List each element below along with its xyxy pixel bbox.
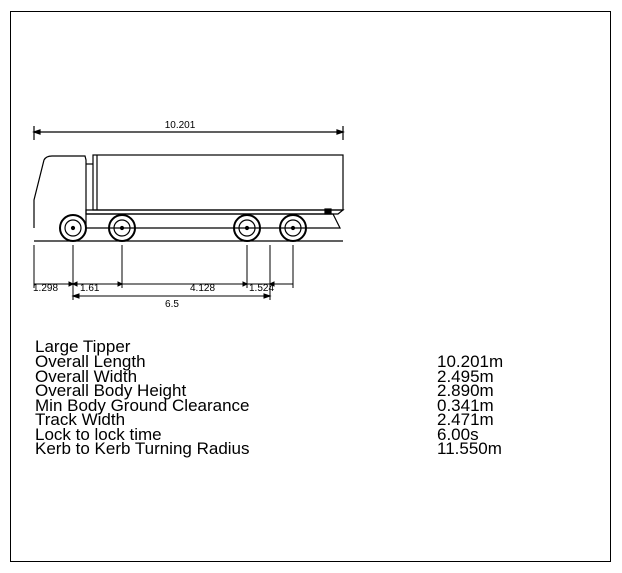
spec-label: Kerb to Kerb Turning Radius: [35, 439, 250, 458]
spec-label: Track Width: [35, 410, 126, 429]
overall-length-label: 10.201: [165, 120, 196, 131]
spec-label: Min Body Ground Clearance: [35, 395, 250, 415]
vehicle-name: Large Tipper: [35, 337, 131, 356]
spec-values: 10.201m 2.495m 2.890m 0.341m 2.471m 6.00…: [437, 352, 504, 458]
spec-value: 10.201m: [437, 352, 504, 371]
spec-value: 0.341m: [437, 395, 494, 415]
wheel-third: [233, 214, 261, 242]
cargo-box: [92, 154, 344, 211]
wheel-second: [108, 214, 136, 242]
gap-2-label: 1.524: [249, 283, 274, 294]
spec-label: Overall Length: [35, 352, 146, 371]
gap-1-label: 1.61: [80, 283, 100, 294]
spec-labels: Overall Length Overall Width Overall Bod…: [35, 352, 250, 458]
wheel-front: [59, 214, 87, 242]
wheelbase-label: 6.5: [165, 299, 179, 310]
wheels: [59, 214, 307, 242]
spec-label: Overall Width: [35, 366, 138, 386]
spec-label: Lock to lock time: [35, 424, 162, 444]
overall-length-dimension: 10.201: [32, 120, 345, 140]
spec-value: 2.495m: [437, 366, 494, 386]
spec-label: Overall Body Height: [35, 381, 187, 400]
chassis: [85, 209, 345, 215]
truck: [33, 154, 345, 242]
spec-value: 6.00s: [437, 424, 479, 444]
spec-value: 11.550m: [437, 439, 502, 458]
truck-cab: [33, 155, 87, 228]
middle-span-label: 4.128: [190, 283, 215, 294]
wheel-rear: [279, 214, 307, 242]
spec-value: 2.471m: [437, 410, 494, 429]
front-overhang-label: 1.298: [33, 283, 58, 294]
spec-value: 2.890m: [437, 381, 494, 400]
drawing-frame: [10, 11, 611, 562]
axle-dimensions: [33, 245, 294, 300]
